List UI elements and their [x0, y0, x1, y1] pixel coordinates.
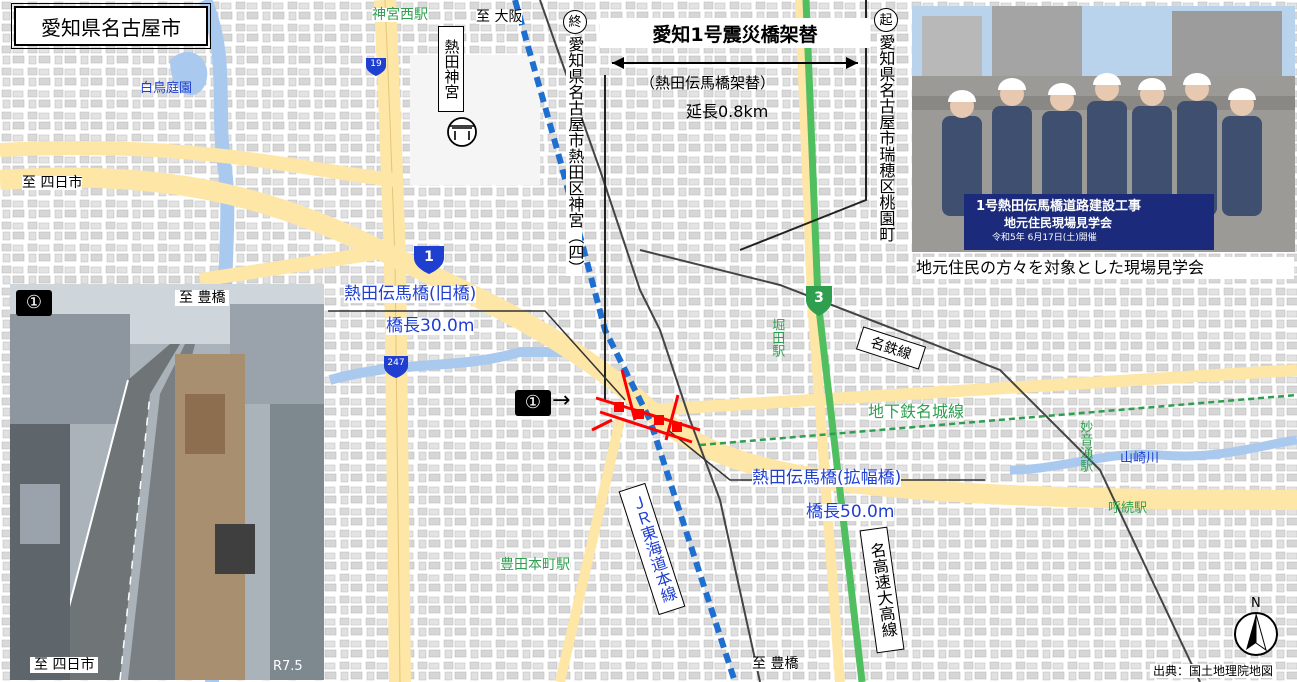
location-label: 愛知県名古屋市 — [11, 3, 211, 49]
project-subtitle: （熱田伝馬橋架替） — [640, 74, 776, 92]
banner-line3: 令和5年 6月17日(土)開催 — [992, 233, 1097, 243]
north-arrow-icon — [1234, 612, 1278, 656]
route-247-shield — [384, 356, 408, 378]
yamazaki-river — [1009, 435, 1297, 475]
meitetsu-railway-east — [639, 249, 1201, 682]
meitetsu-railway — [539, 0, 761, 682]
project-start-line — [739, 0, 867, 251]
yamazaki-river-label: 山崎川 — [1120, 451, 1160, 466]
shiratori-pond — [170, 51, 208, 96]
end-marker: 終 — [563, 10, 587, 34]
route-1-shield — [414, 246, 444, 274]
to-yokkaichi-label: 至 四日市 — [22, 175, 83, 191]
project-arrow-head-left — [612, 57, 624, 69]
toyotahonmachi-station-label: 豊田本町駅 — [500, 557, 570, 573]
photo-camera-marker-icon: ① — [16, 290, 52, 316]
camera-marker-text: ① — [524, 392, 542, 413]
new-bridge-name: 熱田伝馬橋(拡幅橋) — [752, 468, 902, 488]
jingu-nishi-station-label: 神宮西駅 — [372, 7, 428, 23]
bridge-marking — [591, 369, 701, 444]
east-road — [649, 364, 1297, 416]
yobitsugi-station-label: 呼続駅 — [1108, 501, 1148, 516]
site-visit-caption: 地元住民の方々を対象とした現場見学会 — [916, 257, 1294, 279]
route-19-road-edge — [384, 0, 401, 682]
photo-camera-marker-text: ① — [25, 292, 43, 313]
myoon-dori-station-label: 妙音通駅 — [1077, 420, 1093, 472]
camera-arrow-icon: → — [552, 388, 571, 413]
north-label: N — [1251, 596, 1261, 611]
start-marker-text: 起 — [879, 12, 893, 28]
horita-station-label: 堀田駅 — [769, 318, 785, 357]
route-3-shield — [806, 286, 832, 316]
shrine-label: 熱田神宮 — [438, 26, 464, 112]
new-bridge-length: 橋長50.0m — [806, 502, 895, 522]
photo-date: R7.5 — [273, 659, 303, 674]
shiratori-garden-label: 白鳥庭園 — [140, 81, 193, 96]
site-visit-photo-image — [912, 6, 1295, 252]
aerial-photo — [10, 284, 324, 680]
photo-bottom-label: 至 四日市 — [30, 657, 99, 673]
map-credit: 出典：国土地理院地図 — [1150, 664, 1277, 678]
shin-river — [328, 347, 580, 385]
banner-line1: 1号熱田伝馬橋道路建設工事 — [976, 199, 1142, 214]
route-247-number: 247 — [387, 358, 405, 368]
start-marker: 起 — [874, 8, 898, 32]
to-toyohashi-label: 至 豊橋 — [752, 656, 799, 672]
banner-line2: 地元住民現場見学会 — [1004, 216, 1113, 230]
route-19-shield — [366, 58, 386, 76]
site-visit-photo: 1号熱田伝馬橋道路建設工事 地元住民現場見学会 令和5年 6月17日(土)開催 — [912, 6, 1295, 252]
subway-line-label: 地下鉄名城線 — [868, 402, 965, 421]
project-arrow-head-right — [846, 57, 858, 69]
start-label: 愛知県名古屋市瑞穂区桃園町 — [876, 34, 896, 242]
project-length: 延長0.8km — [686, 102, 769, 121]
route-19-number: 19 — [370, 59, 382, 69]
photo-top-label: 至 豊橋 — [175, 290, 230, 306]
cross-road — [0, 140, 396, 187]
end-label: 愛知県名古屋市熱田区神宮（四） — [565, 36, 585, 276]
old-bridge-leader — [328, 310, 626, 401]
end-marker-text: 終 — [568, 14, 582, 30]
aerial-photo-image — [10, 284, 324, 680]
to-osaka-label: 至 大阪 — [476, 9, 523, 25]
old-bridge-length: 橋長30.0m — [386, 316, 475, 336]
camera-marker-icon: ① — [515, 390, 551, 416]
shrine-icon — [447, 117, 477, 147]
route-1-road-west — [198, 243, 397, 287]
route-1-number: 1 — [424, 249, 434, 265]
old-bridge-name: 熱田伝馬橋(旧橋) — [344, 284, 477, 304]
route-3-number: 3 — [814, 290, 824, 306]
shrine-grounds — [410, 55, 540, 185]
south-road — [555, 418, 625, 682]
project-title: 愛知1号震災橋架替 — [600, 18, 870, 48]
